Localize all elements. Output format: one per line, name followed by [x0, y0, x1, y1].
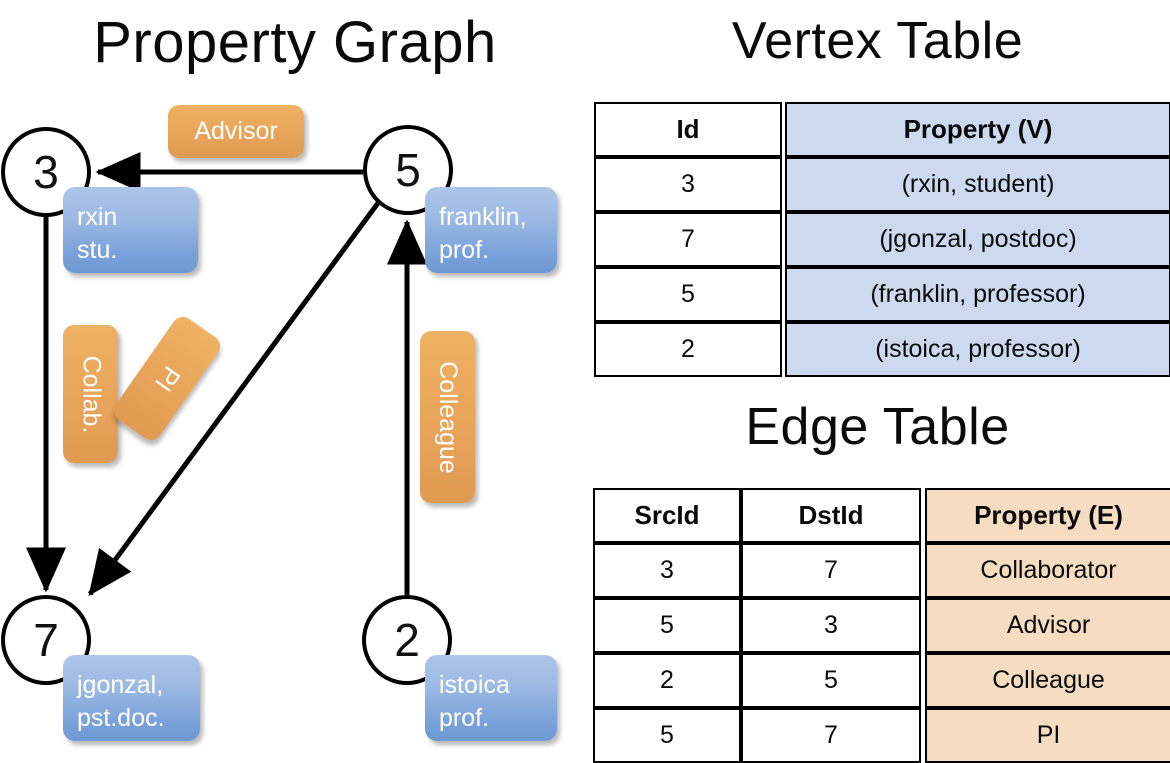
edge-table-cell-srcid: 2 — [593, 653, 741, 708]
table-row[interactable]: 3 (rxin, student) — [594, 157, 1170, 212]
vertex-property-box-5-line2: prof. — [439, 236, 490, 264]
edge-label-colleague: Colleague — [420, 331, 475, 503]
edge-table: SrcId DstId Property (E) 3 7 Collaborato… — [593, 488, 1170, 763]
vertex-table-header-id: Id — [594, 102, 782, 157]
table-header-row: Id Property (V) — [594, 102, 1170, 157]
table-row[interactable]: 5 7 PI — [593, 708, 1170, 763]
vertex-property-box-5: franklin, prof. — [425, 187, 557, 273]
edge-table-cell-dstid: 7 — [741, 543, 921, 598]
vertex-table-cell-id: 2 — [594, 322, 782, 377]
edge-table-cell-dstid: 5 — [741, 653, 921, 708]
vertex-property-box-2-line1: istoica — [439, 671, 510, 699]
edge-table-cell-srcid: 5 — [593, 708, 741, 763]
table-row[interactable]: 2 (istoica, professor) — [594, 322, 1170, 377]
vertex-table-cell-property: (jgonzal, postdoc) — [785, 212, 1170, 267]
vertex-property-box-2-line2: prof. — [439, 704, 490, 732]
column-gap — [921, 488, 925, 543]
vertex-property-box-3: rxin stu. — [63, 187, 198, 273]
edge-label-pi-text: PI — [149, 361, 186, 397]
table-header-row: SrcId DstId Property (E) — [593, 488, 1170, 543]
page-title-property-graph: Property Graph — [93, 10, 497, 75]
edge-table-cell-dstid: 7 — [741, 708, 921, 763]
column-gap — [782, 267, 785, 322]
edge-label-advisor: Advisor — [168, 105, 304, 158]
vertex-property-box-7-line1: jgonzal, — [77, 671, 164, 699]
edge-table-cell-property: Advisor — [925, 598, 1170, 653]
edge-table-cell-property: Collaborator — [925, 543, 1170, 598]
vertex-table: Id Property (V) 3 (rxin, student) 7 (jgo… — [594, 102, 1170, 377]
vertex-table-cell-property: (istoica, professor) — [785, 322, 1170, 377]
property-graph-diagram: Advisor Collab. PI Colleague 3 5 7 2 rxi… — [0, 0, 585, 760]
edge-label-collab: Collab. — [63, 325, 118, 463]
column-gap — [921, 598, 925, 653]
vertex-property-box-3-line2: stu. — [77, 236, 118, 264]
graph-node-5[interactable]: 5 — [363, 125, 453, 215]
column-gap — [782, 102, 785, 157]
column-gap — [782, 157, 785, 212]
column-gap — [782, 322, 785, 377]
table-row[interactable]: 5 3 Advisor — [593, 598, 1170, 653]
table-row[interactable]: 3 7 Collaborator — [593, 543, 1170, 598]
vertex-property-box-5-line1: franklin, — [439, 203, 527, 231]
vertex-table-cell-id: 7 — [594, 212, 782, 267]
vertex-table-cell-property: (franklin, professor) — [785, 267, 1170, 322]
column-gap — [782, 212, 785, 267]
graph-node-5-label: 5 — [395, 144, 421, 196]
vertex-property-box-7-line2: pst.doc. — [77, 704, 165, 732]
graph-node-2-label: 2 — [394, 614, 420, 666]
graph-node-7-label: 7 — [33, 614, 59, 666]
edge-label-advisor-text: Advisor — [194, 117, 278, 145]
vertex-table-cell-id: 5 — [594, 267, 782, 322]
table-row[interactable]: 7 (jgonzal, postdoc) — [594, 212, 1170, 267]
column-gap — [921, 708, 925, 763]
edge-table-cell-dstid: 3 — [741, 598, 921, 653]
table-row[interactable]: 2 5 Colleague — [593, 653, 1170, 708]
edge-table-header-srcid: SrcId — [593, 488, 741, 543]
vertex-table-cell-id: 3 — [594, 157, 782, 212]
vertex-property-box-7: jgonzal, pst.doc. — [63, 655, 200, 741]
graph-node-2[interactable]: 2 — [362, 595, 452, 685]
page-title-edge-table: Edge Table — [745, 398, 1010, 456]
column-gap — [921, 653, 925, 708]
vertex-property-box-2: istoica prof. — [425, 655, 557, 741]
edge-table-header-dstid: DstId — [741, 488, 921, 543]
edge-table-cell-property: Colleague — [925, 653, 1170, 708]
table-row[interactable]: 5 (franklin, professor) — [594, 267, 1170, 322]
vertex-property-box-3-line1: rxin — [77, 203, 118, 231]
edge-label-colleague-text: Colleague — [434, 360, 462, 474]
vertex-table-cell-property: (rxin, student) — [785, 157, 1170, 212]
edge-table-cell-srcid: 5 — [593, 598, 741, 653]
edge-line-5-to-7 — [87, 201, 381, 597]
graph-node-3-label: 3 — [33, 146, 59, 198]
column-gap — [921, 543, 925, 598]
edge-table-cell-property: PI — [925, 708, 1170, 763]
edge-table-header-property: Property (E) — [925, 488, 1170, 543]
graph-edge-lines — [26, 152, 427, 597]
edge-table-cell-srcid: 3 — [593, 543, 741, 598]
page-title-vertex-table: Vertex Table — [731, 12, 1024, 70]
edge-label-collab-text: Collab. — [77, 355, 106, 433]
vertex-table-header-property: Property (V) — [785, 102, 1170, 157]
